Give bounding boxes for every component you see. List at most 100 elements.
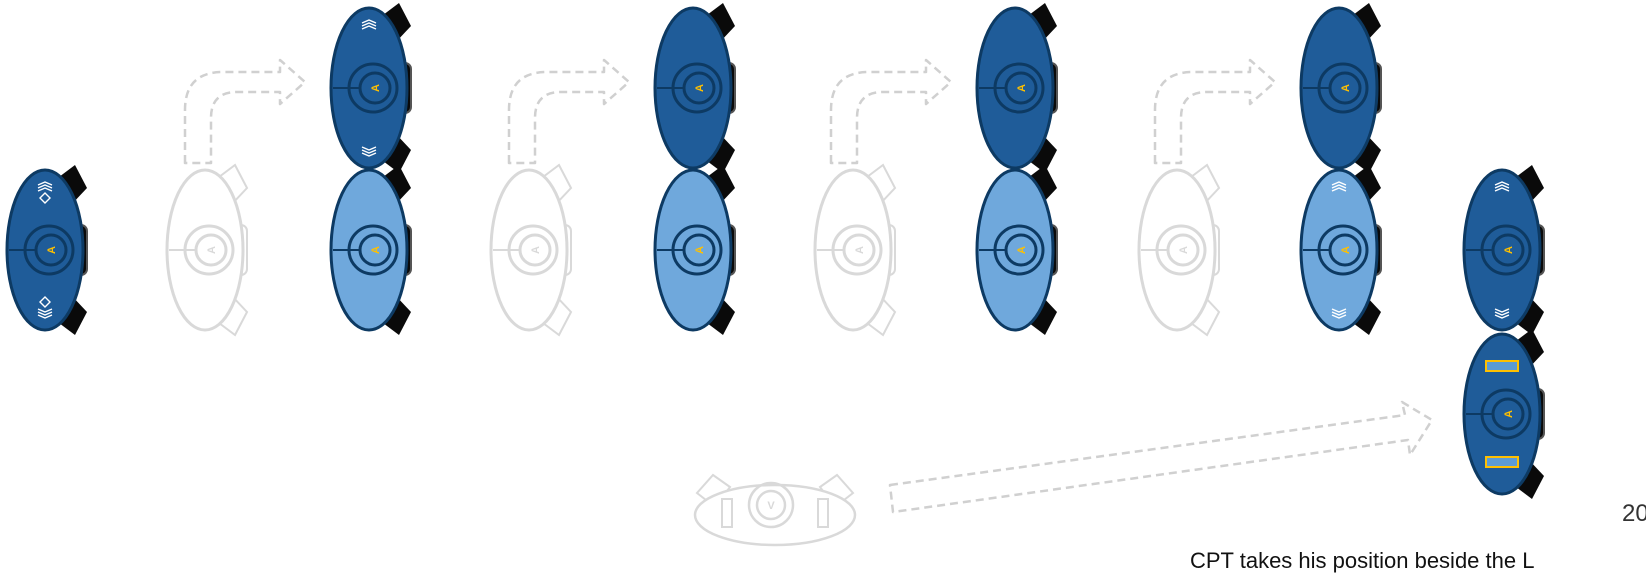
move-arrow-1 — [183, 58, 307, 165]
figure-step4-lower: A — [1299, 165, 1382, 335]
rank-letter: A — [1503, 410, 1515, 418]
figure-ghost-2: A — [489, 163, 573, 337]
chevron-icon — [1331, 308, 1347, 313]
chevron-icon — [361, 19, 377, 24]
head-icon — [194, 233, 228, 267]
chevron-icon — [361, 25, 377, 30]
shoulder-upper — [1512, 329, 1544, 369]
head-icon — [1491, 233, 1525, 267]
chevron-icon — [37, 311, 53, 316]
figure-ghost-4: A — [1137, 163, 1221, 337]
shoulder-lower — [55, 295, 87, 335]
chevron-icon — [1494, 311, 1510, 316]
page-number: 20 — [1622, 500, 1646, 527]
head-icon — [1491, 397, 1525, 431]
chevron-icon — [1331, 311, 1347, 316]
shoulder-lower — [379, 133, 411, 173]
rank-letter: A — [694, 246, 706, 254]
shoulder-upper — [1349, 165, 1381, 205]
head-icon — [1328, 71, 1362, 105]
rank-letter: A — [370, 84, 382, 92]
chevron-icon — [1494, 184, 1510, 189]
chevron-icon — [361, 149, 377, 154]
rank-letter: A — [1340, 246, 1352, 254]
head-icon — [1004, 233, 1038, 267]
head-icon — [518, 233, 552, 267]
shoulder-lower — [703, 295, 735, 335]
shoulder-upper — [55, 165, 87, 205]
chevron-icon — [37, 314, 53, 319]
chevron-icon — [37, 187, 53, 192]
head-icon — [1328, 233, 1362, 267]
figure-step3-lower: A — [975, 165, 1058, 335]
figure-step1-lower: A — [329, 165, 412, 335]
chevron-icon — [361, 146, 377, 151]
rank-letter: A — [370, 246, 382, 254]
chevron-icon — [1331, 181, 1347, 186]
rank-bar-icon — [817, 498, 829, 528]
rank-letter: A — [530, 246, 542, 254]
shoulder-upper — [1025, 3, 1057, 43]
shoulder-upper — [1025, 165, 1057, 205]
figure-final-captain: A — [1462, 329, 1545, 499]
figure-final-upper: A — [1462, 165, 1545, 335]
head-icon — [755, 489, 787, 521]
shoulder-lower — [1512, 295, 1544, 335]
figure-step4-upper: A — [1299, 3, 1382, 173]
head-icon — [842, 233, 876, 267]
shoulder-lower — [1025, 295, 1057, 335]
rank-letter: A — [206, 246, 218, 254]
captain-move-arrow — [888, 400, 1434, 514]
chevron-icon — [361, 152, 377, 157]
rank-letter: A — [1340, 84, 1352, 92]
rank-bar-icon — [1485, 456, 1519, 468]
chevron-icon — [1331, 187, 1347, 192]
move-arrow-3 — [829, 58, 953, 165]
figure-ghost-3: A — [813, 163, 897, 337]
rank-bar-icon — [1485, 360, 1519, 372]
chevron-icon — [1494, 308, 1510, 313]
head-icon — [1166, 233, 1200, 267]
shoulder-lower — [1349, 133, 1381, 173]
chevron-icon — [37, 308, 53, 313]
diamond-icon — [39, 192, 51, 204]
figure-start: A — [5, 165, 88, 335]
chevron-icon — [1331, 314, 1347, 319]
shoulder-lower — [1349, 295, 1381, 335]
rank-letter: A — [1016, 246, 1028, 254]
figure-step2-upper: A — [653, 3, 736, 173]
rank-letter: A — [854, 246, 866, 254]
rank-bar-icon — [721, 498, 733, 528]
figure-step2-lower: A — [653, 165, 736, 335]
chevron-icon — [1331, 184, 1347, 189]
shoulder-lower — [1512, 459, 1544, 499]
figure-ghost-1: A — [165, 163, 249, 337]
rank-letter: A — [1016, 84, 1028, 92]
shoulder-lower — [703, 133, 735, 173]
rank-letter: V — [767, 500, 775, 512]
slide-caption: CPT takes his position beside the L — [1190, 548, 1535, 573]
rank-letter: A — [1503, 246, 1515, 254]
head-icon — [358, 71, 392, 105]
shoulder-upper — [379, 165, 411, 205]
figure-step3-upper: A — [975, 3, 1058, 173]
move-arrow-2 — [507, 58, 631, 165]
shoulder-upper — [703, 3, 735, 43]
head-icon — [34, 233, 68, 267]
rank-letter: A — [694, 84, 706, 92]
chevron-icon — [37, 184, 53, 189]
rank-letter: A — [1178, 246, 1190, 254]
shoulder-upper — [379, 3, 411, 43]
helmet-ring — [747, 481, 795, 529]
chevron-icon — [1494, 181, 1510, 186]
head-icon — [358, 233, 392, 267]
shoulder-lower — [1025, 133, 1057, 173]
chevron-icon — [361, 22, 377, 27]
figure-step1-upper: A — [329, 3, 412, 173]
shoulder-upper — [703, 165, 735, 205]
shoulder-lower — [379, 295, 411, 335]
head-icon — [682, 71, 716, 105]
diamond-icon — [39, 296, 51, 308]
